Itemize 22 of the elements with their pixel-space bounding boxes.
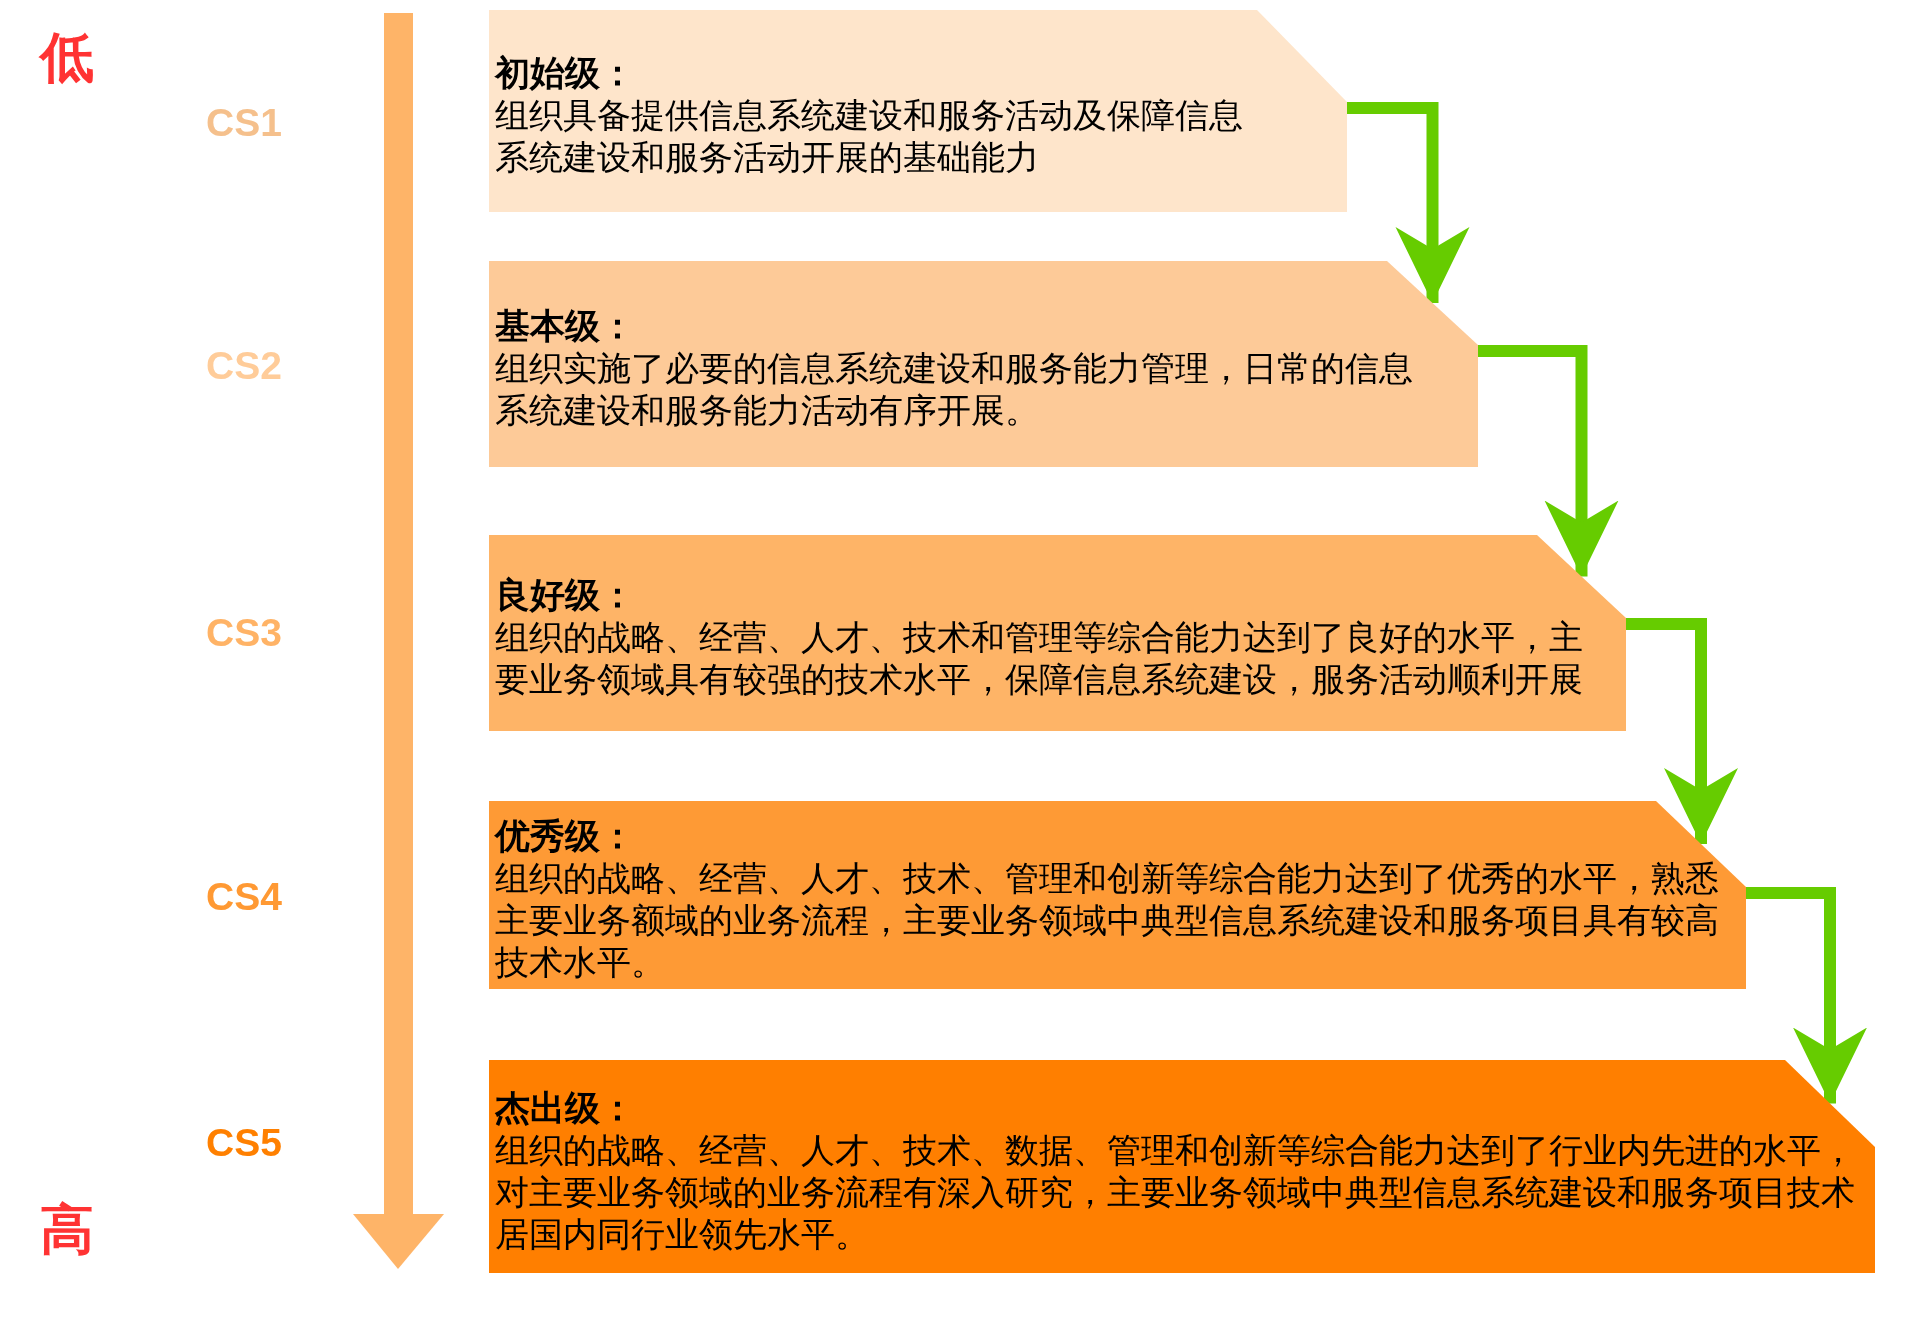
level-title: 优秀级：	[495, 815, 636, 857]
level-box	[489, 1060, 1875, 1273]
level-box	[489, 10, 1347, 212]
level-title: 杰出级：	[495, 1086, 636, 1129]
level-box	[489, 801, 1746, 989]
level-code: CS4	[206, 876, 282, 919]
level-description: 组织的战略、经营、人才、技术、数据、管理和创新等综合能力达到了行业内先进的水平，对主要业务领域的业务流程有深入研究，主要业务领域中典型信息系统建设和服务项目技术居国内同行业领先水平。	[495, 1128, 1856, 1255]
level-marker: 低	[40, 28, 94, 88]
level-description: 组织实施了必要的信息系统建设和服务能力管理，日常的信息系统建设和服务能力活动有序开展。	[495, 347, 1414, 431]
level-title: 良好级：	[495, 574, 636, 616]
level-description: 组织的战略、经营、人才、技术、管理和创新等综合能力达到了优秀的水平，熟悉主要业务额域的业务流程，主要业务领域中典型信息系统建设和服务项目具有较高技术水平。	[495, 857, 1720, 983]
level-code: CS2	[206, 345, 282, 388]
level-marker: 高	[40, 1200, 94, 1260]
level-title: 基本级：	[495, 305, 636, 347]
level-title: 初始级：	[495, 52, 636, 94]
level-box	[489, 535, 1626, 731]
level-description: 组织具备提供信息系统建设和服务活动及保障信息系统建设和服务活动开展的基础能力	[495, 94, 1244, 178]
level-code: CS3	[206, 612, 282, 655]
level-box	[489, 261, 1478, 467]
level-code: CS5	[206, 1122, 282, 1165]
level-description: 组织的战略、经营、人才、技术和管理等综合能力达到了良好的水平，主要业务领域具有较强的技术水平，保障信息系统建设，服务活动顺利开展	[495, 616, 1584, 700]
level-code: CS1	[206, 102, 282, 145]
